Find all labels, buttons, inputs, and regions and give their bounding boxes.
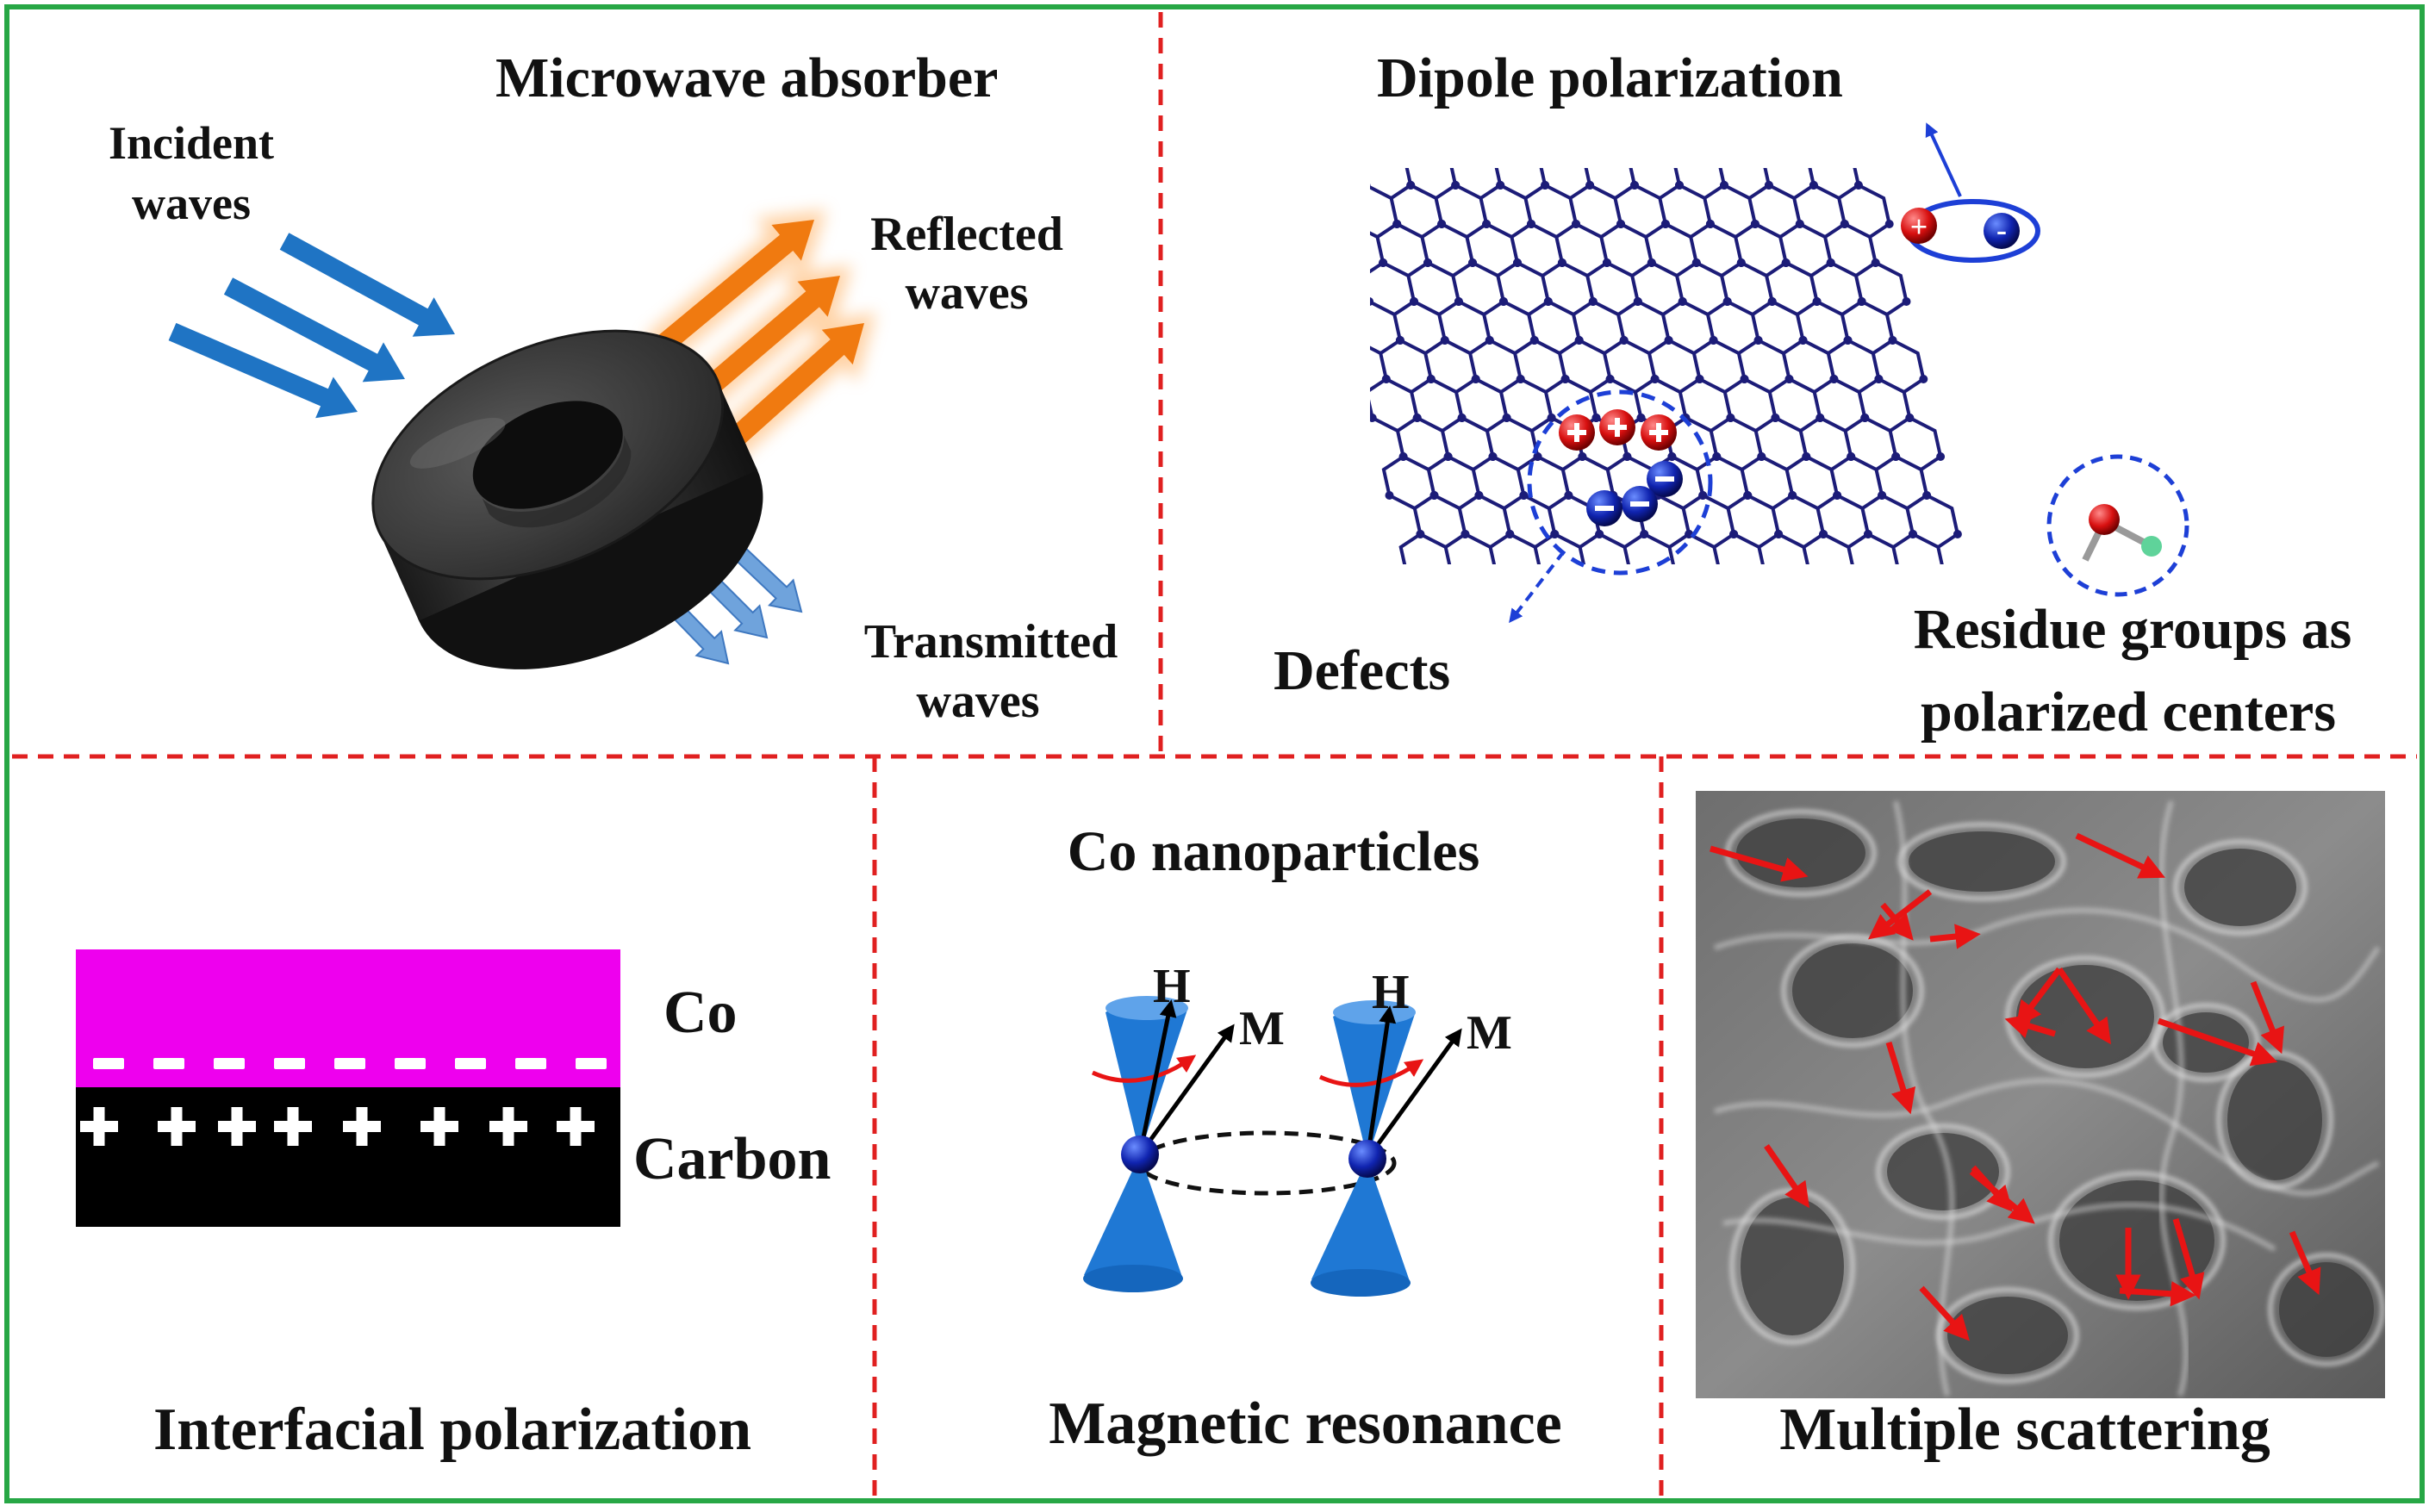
interfacial-title: Interfacial polarization (153, 1397, 751, 1463)
defect-negative-charge (1647, 461, 1683, 497)
incident-label-line1: Incident (109, 117, 274, 169)
interface-positive-charges (80, 1107, 595, 1146)
carbon-layer (76, 1087, 620, 1227)
dipole-positive-charge: + (1901, 208, 1937, 244)
incident-arrow (168, 322, 358, 419)
defect-positive-charge (1559, 414, 1595, 451)
panel-dipole-polarization: Dipole polarization + - Defects Residue … (1274, 47, 2351, 744)
svg-text:-: - (1996, 213, 2007, 247)
outer-frame (4, 4, 2425, 1503)
co-layer-label: Co (663, 980, 738, 1046)
interface-negative-charge (274, 1058, 305, 1069)
defect-pointer-arrow (1509, 550, 1566, 624)
residue-label-line2: polarized centers (1921, 681, 2336, 744)
scattering-arrow (2057, 968, 2111, 1045)
defect-circle (1527, 389, 1713, 576)
interface-positive-charge (489, 1107, 527, 1146)
interface-positive-charge (80, 1107, 118, 1146)
scattering-arrows (1710, 832, 2321, 1341)
moment-m-label: M (1467, 1006, 1512, 1060)
svg-text:+: + (1910, 209, 1928, 244)
reflected-arrow (687, 276, 840, 409)
sem-micrograph (1696, 791, 2385, 1398)
scattering-arrow (1764, 1144, 1810, 1209)
reflected-arrow (713, 323, 864, 460)
interface-positive-charge (420, 1107, 458, 1146)
interface-positive-charge (343, 1107, 381, 1146)
incident-arrow (223, 277, 405, 383)
carbon-layer-label: Carbon (633, 1126, 831, 1192)
scattering-arrow (1710, 845, 1809, 882)
interface-positive-charge (557, 1107, 595, 1146)
interface-negative-charge (93, 1058, 124, 1069)
moment-m-label: M (1239, 1002, 1285, 1055)
scattering-arrow (1919, 1285, 1970, 1341)
scattering-arrow (2015, 967, 2062, 1028)
reflected-waves-arrows (657, 220, 864, 460)
reflected-label-line2: waves (905, 266, 1028, 320)
defect-negative-charge (1622, 486, 1658, 522)
scattering-arrow (1885, 1041, 1916, 1115)
defects-label: Defects (1274, 639, 1450, 702)
scattering-arrow (2250, 980, 2285, 1055)
reflected-label-line1: Reflected (870, 208, 1063, 261)
incident-label-line2: waves (132, 177, 251, 229)
absorber-title: Microwave absorber (495, 47, 998, 109)
defect-charges (1559, 409, 1683, 526)
scattering-arrow (2157, 1017, 2278, 1067)
interface-positive-charge (274, 1107, 312, 1146)
panel-interfacial-polarization: Co Carbon Interfacial polarization (76, 949, 831, 1463)
scattering-arrow (2289, 1230, 2321, 1296)
panel-multiple-scattering: Multiple scattering (1696, 791, 2385, 1463)
scattering-title: Multiple scattering (1779, 1397, 2270, 1463)
co-nanoparticles-heading: Co nanoparticles (1068, 820, 1480, 883)
dipole-negative-charge: - (1984, 213, 2020, 249)
interface-negative-charge (455, 1058, 486, 1069)
interface-negative-charge (153, 1058, 184, 1069)
dipole-pointer-arrow (1925, 122, 1962, 197)
panel-microwave-absorber: Microwave absorber Incident waves Reflec… (109, 47, 1118, 728)
defect-negative-charge (1586, 490, 1622, 526)
scattering-arrow (2119, 1281, 2196, 1307)
interface-positive-charge (158, 1107, 196, 1146)
ferrite-ring-absorber (371, 329, 763, 669)
precessing-nanoparticle: HM (1311, 966, 1512, 1297)
graphene-lattice (1370, 168, 1962, 564)
transmitted-label-line2: waves (916, 675, 1039, 728)
precessing-nanoparticle: HM (1083, 960, 1285, 1292)
dipole-title: Dipole polarization (1377, 47, 1843, 109)
interface-negative-charges (93, 1058, 607, 1069)
incident-arrow (279, 233, 455, 337)
reflected-arrow (657, 220, 814, 353)
interface-negative-charge (576, 1058, 607, 1069)
scattering-arrow (1929, 924, 1981, 949)
interface-negative-charge (334, 1058, 365, 1069)
residue-group-molecule (2082, 504, 2162, 562)
scattering-arrow (2075, 832, 2165, 879)
field-h-label: H (1372, 966, 1410, 1019)
defect-positive-charge (1599, 409, 1635, 445)
interface-negative-charge (395, 1058, 426, 1069)
interface-negative-charge (515, 1058, 546, 1069)
panel-dividers (12, 12, 2417, 1496)
transmitted-label-line1: Transmitted (864, 615, 1118, 669)
scattering-arrow (2172, 1218, 2205, 1300)
scattering-arrow (1868, 889, 1933, 940)
residue-circle (2046, 454, 2189, 597)
residue-label-line1: Residue groups as (1914, 598, 2352, 661)
field-h-label: H (1153, 960, 1191, 1013)
interface-positive-charge (218, 1107, 256, 1146)
defect-positive-charge (1641, 414, 1677, 451)
interface-negative-charge (214, 1058, 245, 1069)
scattering-arrow (1969, 1169, 2035, 1224)
magnetic-title: Magnetic resonance (1049, 1391, 1562, 1457)
scattering-arrow (2004, 1013, 2057, 1038)
incident-waves-arrows (168, 233, 455, 419)
